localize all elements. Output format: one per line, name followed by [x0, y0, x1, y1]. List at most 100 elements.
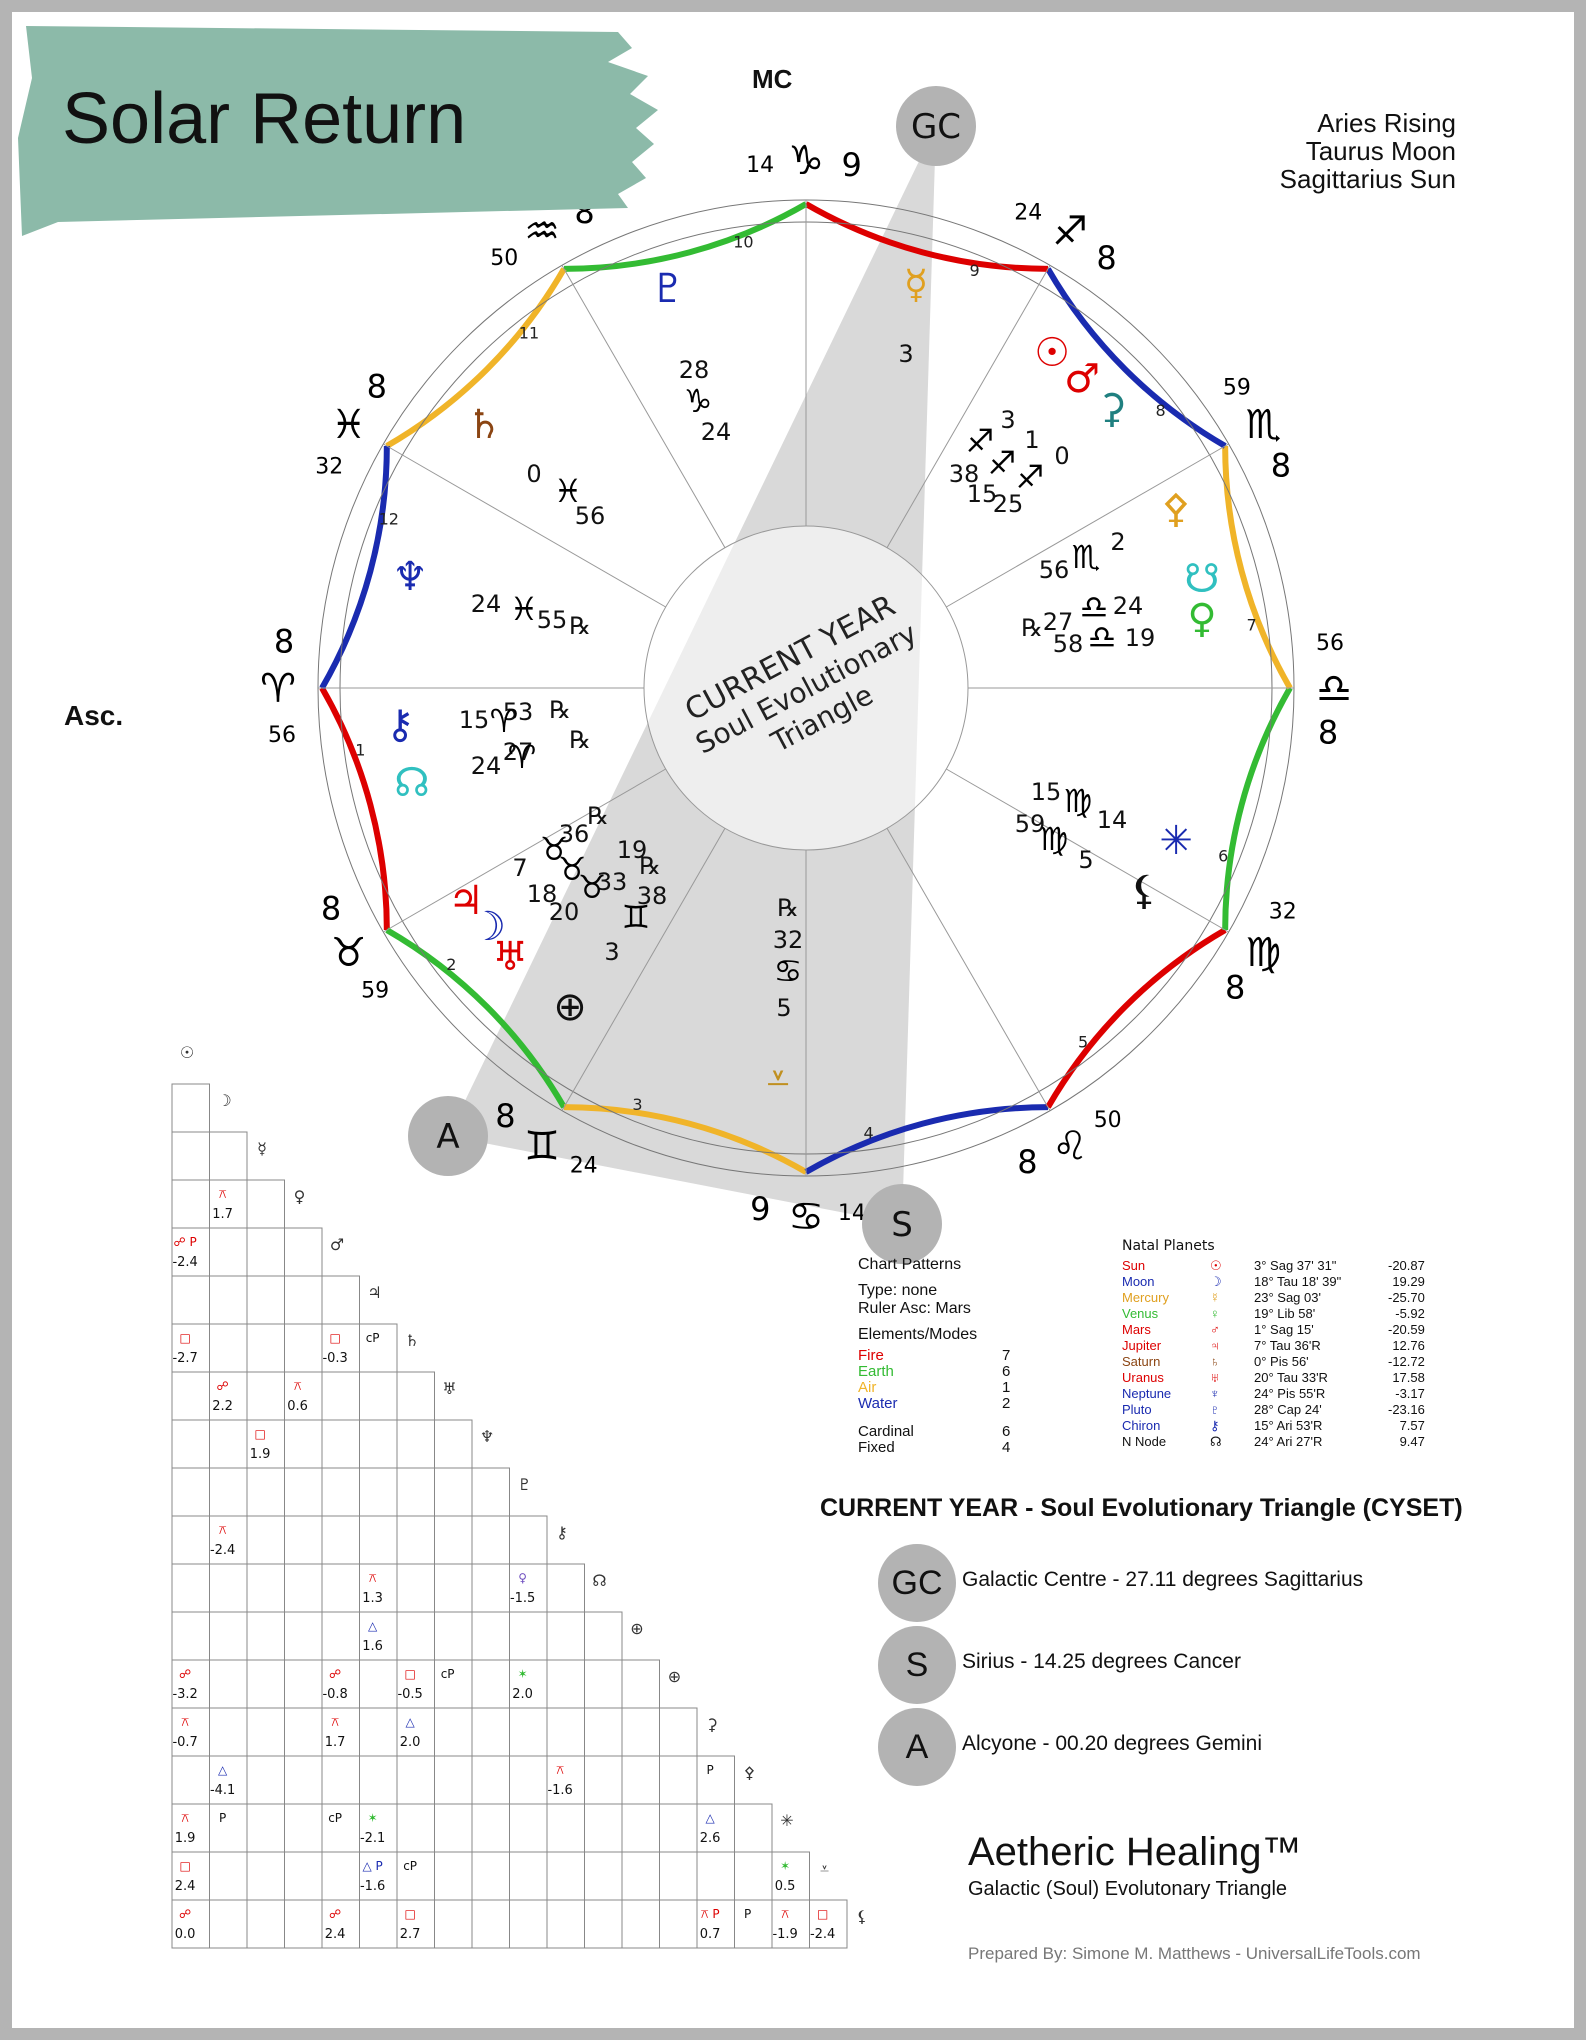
- natal-heading: Natal Planets: [1122, 1238, 1215, 1254]
- aspect-orb: 0.7: [700, 1927, 721, 1942]
- grid-planet-icon: ☉: [180, 1043, 194, 1062]
- house-number: 10: [733, 232, 753, 251]
- cusp-degree: 8: [1271, 447, 1291, 485]
- planet-position: 19° Lib 58': [1254, 1306, 1316, 1321]
- grid-cell: [171, 1275, 210, 1325]
- sun-line: Sagittarius Sun: [1279, 164, 1456, 194]
- grid-cell: [246, 1803, 285, 1853]
- grid-cell: [246, 1227, 285, 1277]
- aspect-symbol: cP: [328, 1811, 342, 1825]
- natal-row: Venus♀19° Lib 58'-5.92: [1122, 1306, 1429, 1322]
- aspect-symbol: △: [706, 1811, 716, 1825]
- grid-cell: [321, 1899, 360, 1949]
- position-text: 0: [526, 460, 541, 488]
- grid-cell: [771, 1899, 810, 1949]
- aspect-symbol: ☍: [179, 1907, 191, 1921]
- element-arc: [1045, 927, 1227, 1109]
- grid-cell: [809, 1899, 848, 1949]
- aspect-orb: 2.4: [175, 1879, 196, 1894]
- grid-planet-icon: ⚷: [556, 1523, 568, 1542]
- aspect-orb: 1.6: [362, 1639, 383, 1654]
- grid-cell: [209, 1419, 248, 1469]
- Leo-glyph: ♌: [1052, 1123, 1088, 1169]
- sign-glyph: ♉: [578, 868, 607, 906]
- sirius-text: Sirius - 14.25 degrees Cancer: [962, 1650, 1241, 1673]
- grid-planet-icon: ♄: [405, 1331, 419, 1350]
- grid-cell: [509, 1803, 548, 1853]
- grid-cell: [209, 1179, 248, 1229]
- position-text: 24: [471, 752, 502, 780]
- chart-patterns: Chart Patterns Type: none Ruler Asc: Mar…: [858, 1256, 1014, 1456]
- planet-value: -12.72: [1388, 1354, 1425, 1369]
- grid-cell: [171, 1755, 210, 1805]
- grid-cell: [471, 1803, 510, 1853]
- grid-cell: [171, 1515, 210, 1565]
- aspect-symbol: P: [744, 1907, 751, 1921]
- grid-cell: [284, 1227, 323, 1277]
- position-text: ℞: [1021, 614, 1043, 642]
- aspect-symbol: □: [404, 1667, 415, 1681]
- aspect-symbol: ☍: [329, 1907, 341, 1921]
- grid-cell: [246, 1755, 285, 1805]
- natal-row: Neptune♆24° Pis 55'R-3.17: [1122, 1386, 1429, 1402]
- aspect-symbol: △: [218, 1763, 228, 1777]
- grid-cell: [359, 1515, 398, 1565]
- aspect-symbol: ✶: [518, 1667, 528, 1681]
- natal-row: Mars♂1° Sag 15'-20.59: [1122, 1322, 1429, 1338]
- planet-name: Neptune: [1122, 1386, 1172, 1401]
- position-text: 33: [597, 868, 628, 896]
- grid-cell: [471, 1563, 510, 1613]
- grid-cell: [209, 1323, 248, 1373]
- sign-glyph: ♏: [1072, 538, 1101, 576]
- grid-cell: [546, 1659, 585, 1709]
- position-text: 2: [1110, 528, 1125, 556]
- gc-circle: GC: [878, 1544, 956, 1622]
- planet-value: -23.16: [1388, 1402, 1425, 1417]
- grid-cell: [209, 1803, 248, 1853]
- ruler-asc: Ruler Asc: Mars: [858, 1300, 971, 1317]
- house-number: 9: [969, 261, 979, 280]
- grid-cell: [471, 1755, 510, 1805]
- cusp-degree: 8: [1017, 1143, 1037, 1181]
- cusp-minute: 32: [315, 455, 343, 480]
- point-label: GC: [911, 107, 961, 147]
- grid-cell: [659, 1851, 698, 1901]
- position-text: 27: [1043, 608, 1074, 636]
- element-count: 2: [1002, 1395, 1011, 1412]
- prepared-by: Prepared By: Simone M. Matthews - Univer…: [968, 1944, 1421, 1963]
- brand-title: Aetheric Healing™: [968, 1830, 1302, 1874]
- position-text: 55: [537, 606, 568, 634]
- element-arc: [804, 1104, 1049, 1175]
- natal-row: Pluto♇28° Cap 24'-23.16: [1122, 1402, 1429, 1418]
- planet-glyph-icon: ♇: [1210, 1402, 1220, 1417]
- grid-cell: [246, 1371, 285, 1421]
- planet-glyph-icon: ♀: [1210, 1306, 1220, 1321]
- aspect-symbol: □: [329, 1331, 340, 1345]
- planet-glyph-icon: ⚷: [1210, 1418, 1220, 1433]
- pluto-icon: ♇: [650, 266, 686, 312]
- cusp-degree: 9: [841, 146, 861, 184]
- grid-cell: [246, 1659, 285, 1709]
- grid-cell: [396, 1419, 435, 1469]
- grid-cell: [434, 1899, 473, 1949]
- position-text: 5: [776, 994, 791, 1022]
- sign-glyph: ♐: [988, 444, 1017, 482]
- grid-planet-icon: ♂: [330, 1235, 344, 1254]
- house-number: 6: [1218, 847, 1228, 866]
- grid-cell: [471, 1851, 510, 1901]
- part-of-fortune-icon: ⊕: [553, 984, 587, 1030]
- uranus-icon: ♅: [492, 934, 528, 980]
- house-number: 11: [519, 323, 539, 342]
- grid-cell: [509, 1563, 548, 1613]
- grid-cell: [246, 1707, 285, 1757]
- grid-cell: [696, 1851, 735, 1901]
- grid-cell: [246, 1515, 285, 1565]
- house-cusp: [383, 443, 666, 608]
- grid-cell: [696, 1755, 735, 1805]
- position-text: 24: [701, 418, 732, 446]
- grid-cell: [171, 1851, 210, 1901]
- aspect-orb: -2.7: [172, 1351, 197, 1366]
- grid-cell: [546, 1755, 585, 1805]
